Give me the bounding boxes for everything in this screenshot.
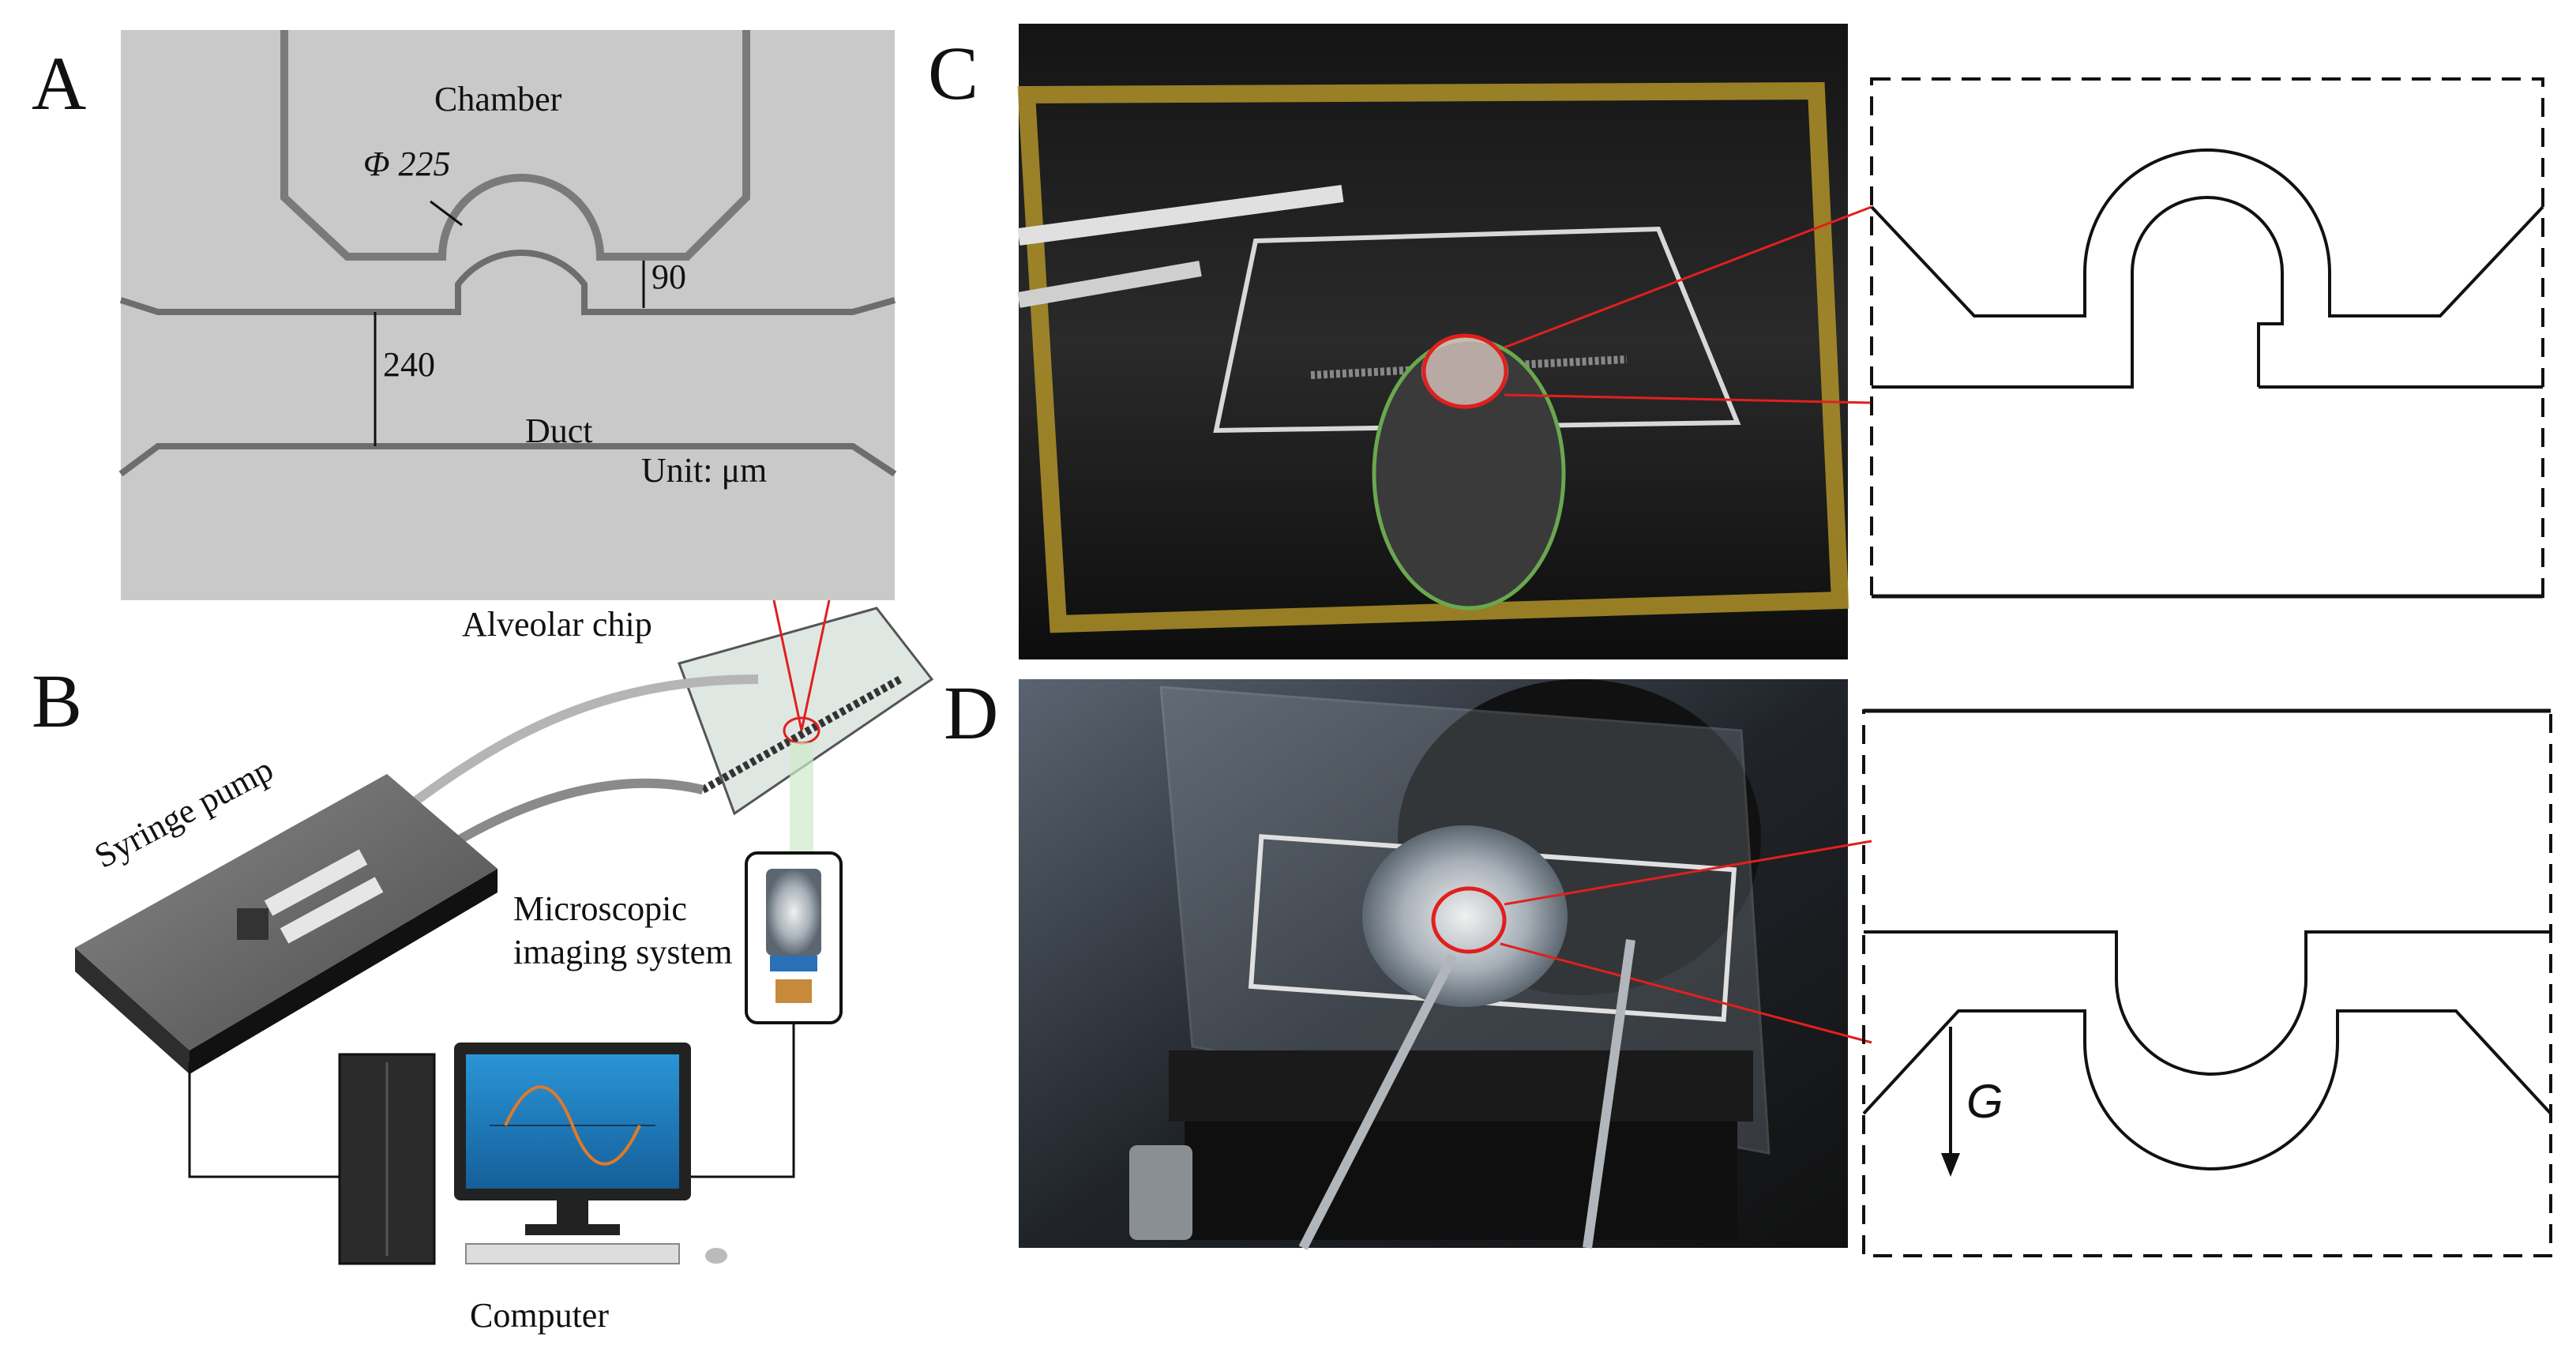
monitor-neck <box>557 1200 588 1224</box>
duct-label: Duct <box>525 411 593 450</box>
microscope-label-2: imaging system <box>513 933 732 971</box>
objective-icon <box>766 869 821 956</box>
pump-clamp <box>237 908 268 940</box>
photo-d-zoom-line-2 <box>1500 942 1872 1044</box>
photo-c-lens-glow <box>1421 336 1508 407</box>
computer-label: Computer <box>470 1296 609 1335</box>
schematic-c-frame <box>1870 77 2544 598</box>
syringe-1 <box>264 849 368 916</box>
photo-d-objective <box>1362 825 1568 1007</box>
keyboard <box>465 1243 680 1264</box>
monitor-base <box>525 1224 620 1235</box>
microscope-label-1: Microscopic <box>513 889 687 928</box>
photo-d-zoom-line-1 <box>1504 840 1872 906</box>
panel-c-letter: C <box>928 31 978 115</box>
panel-a-letter: A <box>32 41 86 126</box>
syringe-pump <box>75 774 498 1050</box>
duct-width-label: 240 <box>383 345 435 384</box>
kapton-tape <box>1017 81 1849 633</box>
photo-c-chip <box>1213 226 1741 434</box>
panel-a: A Chamber Φ 225 90 240 Duct Unit: μm <box>32 30 897 600</box>
chip-roi-line-2 <box>800 599 831 731</box>
objective-tip <box>775 979 812 1003</box>
chamber-outline <box>280 30 750 261</box>
objective-band <box>770 956 817 971</box>
gravity-label: G <box>1966 1075 2003 1128</box>
syringe-pump-side <box>75 948 190 1074</box>
cable-computer-microscope <box>691 1023 795 1178</box>
photo-c-tube-2 <box>1017 261 1202 308</box>
photo-d-stage <box>1169 1050 1753 1121</box>
schematic-d-outer-wall <box>1862 1009 2552 1170</box>
syringe-pump-front <box>190 869 498 1074</box>
syringe-2 <box>280 877 384 944</box>
schematic-d-inner-wall <box>1864 930 2551 1076</box>
panel-d: D G <box>944 671 2552 1257</box>
duct-upper-wall <box>119 250 896 315</box>
chip-channel <box>700 675 903 794</box>
diameter-label: Φ 225 <box>363 145 451 183</box>
photo-c-zoom-line-2 <box>1504 393 1872 404</box>
photo-d-knob <box>1129 1145 1192 1240</box>
unit-label: Unit: μm <box>641 451 767 490</box>
photo-d-stage-base <box>1185 1121 1737 1240</box>
cable-pump-computer <box>188 1062 340 1178</box>
chip-label: Alveolar chip <box>462 605 652 644</box>
diameter-pointer <box>430 200 463 227</box>
panel-b-letter: B <box>32 659 82 743</box>
light-beam <box>790 742 813 861</box>
gravity-arrow-head <box>1941 1153 1960 1177</box>
waveform <box>504 1085 641 1166</box>
photo-c-zoom-line-1 <box>1504 205 1872 349</box>
chamber-label: Chamber <box>434 80 562 118</box>
photo-d-needle-1 <box>1298 953 1458 1250</box>
chip-roi-line-1 <box>772 599 803 731</box>
schematic-c-duct-wall <box>1872 324 2543 389</box>
photo-d-roi-circle <box>1431 886 1507 954</box>
schematic-c-outer-wall <box>1870 148 2544 317</box>
photo-c-roi-circle <box>1421 333 1508 409</box>
neck-label: 90 <box>652 257 686 296</box>
photo-d-needle-2 <box>1583 939 1635 1249</box>
mouse <box>705 1248 727 1264</box>
schematic-d-frame <box>1862 709 2552 1257</box>
panel-d-letter: D <box>944 671 998 755</box>
panel-b: B Alveolar chip Syringe pump Microscopic… <box>32 599 934 1335</box>
duct-lower-wall <box>118 443 897 477</box>
photo-c-tube-1 <box>1017 185 1344 246</box>
schematic-c-inner-wall <box>2131 196 2284 387</box>
panel-c: C <box>928 24 2544 659</box>
